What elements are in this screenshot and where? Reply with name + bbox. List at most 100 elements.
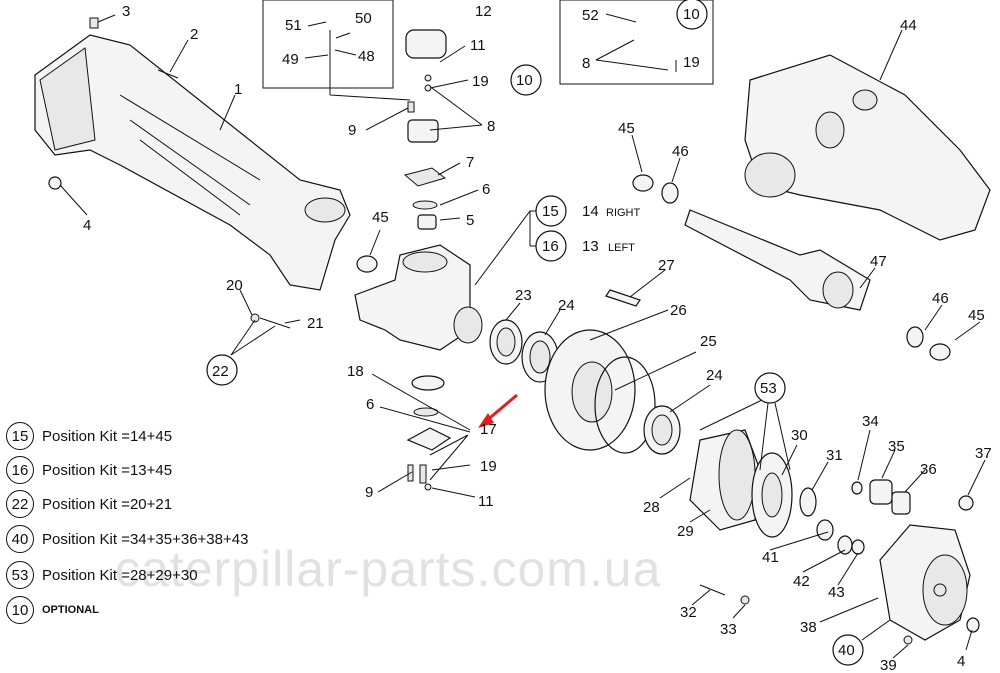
label-13: 13 [582, 238, 599, 255]
label-50: 50 [355, 10, 372, 27]
label-1: 1 [234, 81, 242, 98]
label-15: 15 [542, 203, 559, 220]
label-16: 16 [542, 238, 559, 255]
label-19-inset: 19 [683, 54, 700, 71]
callout-22 [206, 354, 238, 386]
red-arrow [478, 393, 518, 428]
label-47: 47 [870, 253, 887, 270]
label-left: LEFT [608, 242, 635, 254]
label-8-top: 8 [487, 118, 495, 135]
label-41: 41 [762, 549, 779, 566]
label-45-b: 45 [372, 209, 389, 226]
label-33: 33 [720, 621, 737, 638]
label-37: 37 [975, 445, 992, 462]
label-3: 3 [122, 3, 130, 20]
label-40: 40 [838, 642, 855, 659]
label-14: 14 [582, 203, 599, 220]
label-12: 12 [475, 3, 492, 20]
label-29: 29 [677, 523, 694, 540]
label-31: 31 [826, 447, 843, 464]
label-18: 18 [347, 363, 364, 380]
label-42: 42 [793, 573, 810, 590]
label-26: 26 [670, 302, 687, 319]
legend-row-53: 53 Position Kit =28+29+30 [6, 561, 198, 589]
label-52: 52 [582, 7, 599, 24]
label-49: 49 [282, 51, 299, 68]
label-7: 7 [466, 154, 474, 171]
legend-callout: 10 [6, 596, 34, 624]
callout-40 [832, 634, 864, 666]
label-10-inset: 10 [683, 6, 700, 23]
label-46-b: 46 [932, 290, 949, 307]
axle-housing [34, 34, 351, 291]
label-right: RIGHT [606, 207, 641, 219]
legend-text: Position Kit =13+45 [42, 461, 173, 479]
label-45-a: 45 [618, 120, 635, 137]
label-4-right: 4 [957, 653, 965, 670]
label-48: 48 [358, 48, 375, 65]
label-25: 25 [700, 333, 717, 350]
label-43: 43 [828, 584, 845, 601]
legend-text: Position Kit =28+29+30 [42, 566, 198, 584]
label-6-bottom: 6 [366, 396, 374, 413]
label-53: 53 [760, 380, 777, 397]
legend-row-15: 15 Position Kit =14+45 [6, 422, 172, 450]
leader-lines [59, 13, 986, 659]
inset-box-right [559, 0, 714, 85]
label-24-b: 24 [706, 367, 723, 384]
label-22: 22 [212, 363, 229, 380]
inset-box-left [262, 0, 394, 89]
upper-pivot [403, 29, 447, 230]
label-19-top: 19 [472, 73, 489, 90]
legend-text: Position Kit =14+45 [42, 427, 173, 445]
legend-callout: 15 [6, 422, 34, 450]
label-5: 5 [466, 212, 474, 229]
label-28: 28 [643, 499, 660, 516]
label-24-a: 24 [558, 297, 575, 314]
small-fasteners [48, 17, 179, 190]
label-21: 21 [307, 315, 324, 332]
label-23: 23 [515, 287, 532, 304]
label-35: 35 [888, 438, 905, 455]
label-9-top: 9 [348, 122, 356, 139]
label-8-inset: 8 [582, 55, 590, 72]
label-45-c: 45 [968, 307, 985, 324]
label-32: 32 [680, 604, 697, 621]
label-2: 2 [190, 26, 198, 43]
label-36: 36 [920, 461, 937, 478]
ring-gear [689, 429, 817, 538]
label-4-left: 4 [83, 217, 91, 234]
label-44: 44 [900, 17, 917, 34]
label-11-top: 11 [470, 37, 486, 54]
steering-knuckle [354, 244, 483, 351]
legend-callout: 22 [6, 490, 34, 518]
callout-10-inset [676, 0, 708, 30]
label-10-top: 10 [516, 72, 533, 89]
hub-flange [544, 329, 681, 455]
label-39: 39 [880, 657, 897, 673]
planet-carrier [879, 524, 980, 645]
shafts [250, 209, 871, 605]
label-20: 20 [226, 277, 243, 294]
label-46-a: 46 [672, 143, 689, 160]
label-51: 51 [285, 17, 302, 34]
lower-pivot [406, 375, 452, 491]
label-38: 38 [800, 619, 817, 636]
callout-53 [754, 372, 786, 404]
callout-10-top [510, 64, 542, 96]
label-9-bottom: 9 [365, 484, 373, 501]
label-11-bottom: 11 [478, 493, 494, 510]
legend-callout: 53 [6, 561, 34, 589]
label-27: 27 [658, 257, 675, 274]
label-6-top: 6 [482, 181, 490, 198]
label-30: 30 [791, 427, 808, 444]
label-19-bottom: 19 [480, 458, 497, 475]
legend-text: Position Kit =34+35+36+38+43 [42, 530, 249, 548]
legend-callout: 16 [6, 456, 34, 484]
legend-row-16: 16 Position Kit =13+45 [6, 456, 172, 484]
